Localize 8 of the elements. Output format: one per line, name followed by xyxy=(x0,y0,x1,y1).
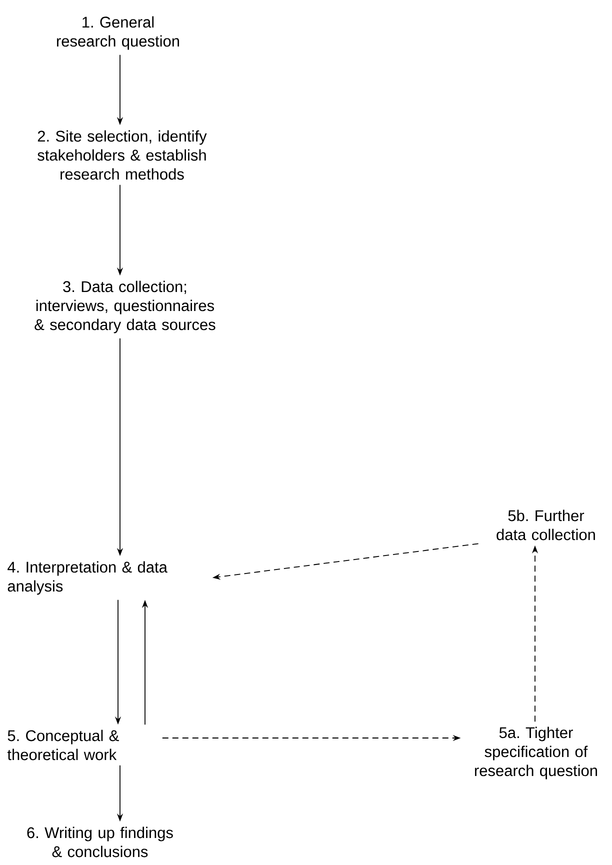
step-label: 2. Site selection, identify stakeholders & establish research methods xyxy=(38,130,207,180)
step-label: 4. Interpretation & data analysis xyxy=(8,561,168,595)
step-label: 1. General research question xyxy=(57,16,179,50)
step-label: 3. Data collection; interviews, questionnaires & secondary data sources xyxy=(34,280,216,334)
step-label: 5b. Further data collection xyxy=(496,510,595,540)
step-label: 6. Writing up findings & conclusions xyxy=(27,826,173,858)
step-label: 5. Conceptual & theoretical work xyxy=(7,730,119,760)
step-label: 5a. Tighter specification of research question xyxy=(475,726,597,780)
